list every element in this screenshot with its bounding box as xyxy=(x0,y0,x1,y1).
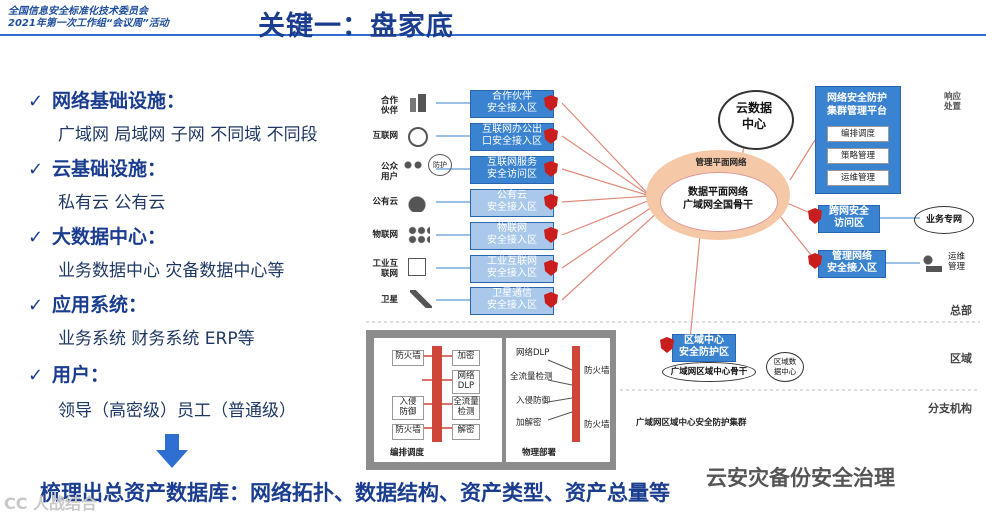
shield-icon xyxy=(544,128,558,144)
list-item-head: ✓ 应用系统： xyxy=(28,290,147,317)
management-plane-label: 管理平面网络 xyxy=(695,158,747,168)
building-icon xyxy=(408,94,430,112)
region-label-region: 区域 xyxy=(950,352,972,365)
watermark-text: 云安灾备份安全治理 xyxy=(706,466,895,490)
regional-center-box: 区域中心 安全防护区 xyxy=(672,334,736,362)
list-item-head-text: 网络基础设施： xyxy=(52,90,186,112)
data-plane-label: 数据平面网络 广域网全国骨干 xyxy=(683,187,753,211)
access-zone-box: 公有云 安全接入区 xyxy=(470,189,554,217)
data-plane-ellipse xyxy=(660,172,778,232)
source-label: 公有云 xyxy=(372,197,398,207)
protection-tag: 防护 xyxy=(428,154,452,176)
region-label-hq: 总部 xyxy=(950,304,972,317)
shield-icon xyxy=(808,253,822,269)
organizer-header: 全国信息安全标准化技术委员会 2021年第一次工作组“会议周”活动 xyxy=(8,6,238,30)
orch-caption: 编排调度 xyxy=(390,448,425,458)
cross-zone-box: 跨网安全 访问区 xyxy=(818,205,880,233)
checkmark-icon: ✓ xyxy=(28,295,44,316)
industrial-net-icon xyxy=(408,258,426,276)
list-item-head: ✓ 网络基础设施： xyxy=(28,86,185,113)
checkmark-icon: ✓ xyxy=(28,91,44,112)
phys-label: 全流量检测 xyxy=(510,372,553,382)
list-item-sub: 领导（高密级）员工（普通级） xyxy=(58,401,296,421)
shield-icon xyxy=(544,194,558,210)
checkmark-icon: ✓ xyxy=(28,159,44,180)
phys-label: 防火墙 xyxy=(584,366,610,376)
mgmt-platform-item: 编排调度 xyxy=(827,126,889,142)
operator-icon xyxy=(922,254,944,272)
orch-item-right: 解密 xyxy=(452,424,480,440)
cloud-icon xyxy=(718,90,794,150)
orch-item-right: 网络 DLP xyxy=(452,370,480,394)
access-zone-box: 互联网办公出 口安全接入区 xyxy=(470,123,554,151)
mgmt-access-box: 管理网络 安全接入区 xyxy=(818,250,886,278)
shield-icon xyxy=(544,292,558,308)
phys-label: 网络DLP xyxy=(516,348,550,358)
shield-icon xyxy=(660,337,674,353)
access-zone-box: 物联网 安全接入区 xyxy=(470,222,554,250)
satellite-icon xyxy=(410,290,432,308)
list-item-head-text: 大数据中心： xyxy=(52,226,167,248)
orch-item-left: 入侵 防御 xyxy=(392,396,424,420)
region-label-branch: 分支机构 xyxy=(928,402,972,415)
summary-text: 梳理出总资产数据库：网络拓扑、数据结构、资产类型、资产总量等 xyxy=(40,481,670,505)
source-label: 合作 伙伴 xyxy=(380,96,398,116)
business-net-cloud: 业务专网 xyxy=(914,206,974,234)
cloud-dc-label: 云数据 中心 xyxy=(735,101,772,131)
list-item-head-text: 用户： xyxy=(52,364,110,386)
regional-dc-cloud: 区域数 据中心 xyxy=(766,352,804,382)
mgmt-platform-item: 运维管理 xyxy=(827,170,889,186)
list-item-head: ✓ 用户： xyxy=(28,360,109,387)
shield-icon xyxy=(544,161,558,177)
list-item-sub: 业务系统 财务系统 ERP等 xyxy=(58,329,255,349)
list-item-head: ✓ 云基础设施： xyxy=(28,154,166,181)
mgmt-platform-item: 策略管理 xyxy=(827,148,889,164)
orch-item-right: 加密 xyxy=(452,350,480,366)
phys-label: 加解密 xyxy=(516,418,542,428)
cloud-icon xyxy=(406,194,428,212)
ops-mgmt-label: 运维 管理 xyxy=(948,252,966,272)
organizer-line-1: 全国信息安全标准化技术委员会 xyxy=(8,6,148,17)
shield-icon xyxy=(544,95,558,111)
phys-caption: 物理部署 xyxy=(522,448,557,458)
shield-icon xyxy=(808,208,822,224)
left-watermark: CC 人战结合 xyxy=(4,494,98,513)
shield-icon xyxy=(544,260,558,276)
users-icon xyxy=(402,160,424,178)
orch-item-left: 防火墙 xyxy=(392,424,424,440)
access-zone-box: 互联网服务 安全访问区 xyxy=(470,156,554,184)
source-label: 工业互 联网 xyxy=(372,259,398,279)
regional-backbone-ellipse: 广域网区域中心骨干 xyxy=(662,362,756,382)
orch-item-right: 全流量 检测 xyxy=(452,396,480,420)
source-label: 互联网 xyxy=(372,131,398,141)
access-zone-box: 合作伙伴 安全接入区 xyxy=(470,90,554,118)
cluster-caption: 广域网区域中心安全防护集群 xyxy=(636,418,747,428)
down-arrow-icon xyxy=(156,434,188,468)
organizer-line-2: 2021年第一次工作组“会议周”活动 xyxy=(8,18,169,29)
globe-icon xyxy=(408,127,428,147)
list-item-head: ✓ 大数据中心： xyxy=(28,222,166,249)
checkmark-icon: ✓ xyxy=(28,227,44,248)
list-item-head-text: 应用系统： xyxy=(52,294,148,316)
source-label: 物联网 xyxy=(372,230,398,240)
checkmark-icon: ✓ xyxy=(28,365,44,386)
access-zone-box: 卫星通信 安全接入区 xyxy=(470,287,554,315)
header-divider xyxy=(0,34,986,36)
phys-label: 防火墙 xyxy=(584,420,610,430)
list-item-sub: 私有云 公有云 xyxy=(58,193,166,213)
list-item-sub: 广域网 局域网 子网 不同域 不同段 xyxy=(58,125,318,145)
list-item-sub: 业务数据中心 灾备数据中心等 xyxy=(58,261,285,281)
iot-icon xyxy=(408,226,430,244)
orch-item-left: 防火墙 xyxy=(392,350,424,366)
phys-label: 入侵防御 xyxy=(516,396,551,406)
access-zone-box: 工业互联网 安全接入区 xyxy=(470,255,554,283)
shield-icon xyxy=(544,227,558,243)
slide-title: 关键一：盘家底 xyxy=(258,11,454,42)
list-item-head-text: 云基础设施： xyxy=(52,158,167,180)
response-label: 响应 处置 xyxy=(944,92,962,112)
source-label: 卫星 xyxy=(380,295,398,305)
source-label: 公众 用户 xyxy=(380,162,398,182)
mgmt-platform-title: 网络安全防护 集群管理平台 xyxy=(827,93,887,117)
